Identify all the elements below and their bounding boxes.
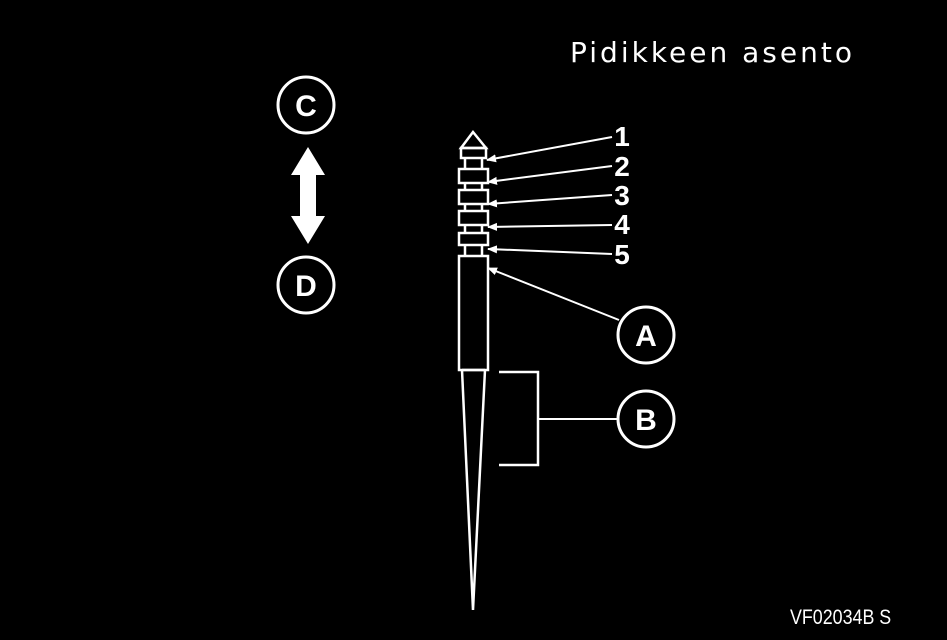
needle-groove-segment [459,146,488,160]
position-5-label: 5 [614,239,630,270]
callout-a-leader [487,267,620,321]
callout-b-bracket [499,370,540,467]
position-1-label: 1 [614,121,630,152]
figure-code: VF02034B S [790,606,892,629]
callout-b-label: B [635,404,657,437]
direction-indicator: C D [276,75,336,315]
position-4-label: 4 [614,209,630,240]
callout-c-label: C [295,90,317,123]
position-2-label: 2 [614,151,630,182]
double-arrow-icon [291,147,325,244]
position-4-leader [487,222,613,231]
callout-d-label: D [295,270,317,303]
needle-groove-segment [457,209,490,227]
callout-a-label: A [635,320,657,353]
position-3-label: 3 [614,180,630,211]
needle-tip-cap [458,129,489,150]
position-leaders [486,136,613,255]
callout-a: A [487,267,676,365]
callout-d-circle [276,255,336,315]
diagram-title: Pidikkeen asento [570,36,855,69]
position-2-leader [487,165,613,185]
position-1-leader [486,136,613,163]
needle-taper [460,369,487,611]
callout-b: B [499,370,676,467]
position-labels: 1 2 3 4 5 [614,121,630,270]
position-3-leader [487,194,613,208]
callout-c-circle [276,75,336,135]
jet-needle [457,129,490,611]
needle-body [457,254,490,372]
needle-groove-segment [457,231,490,247]
callout-b-circle [616,389,676,449]
needle-groove-segment [457,188,490,206]
needle-groove-segment [457,167,490,185]
position-5-leader [487,245,613,255]
callout-a-circle [616,305,676,365]
